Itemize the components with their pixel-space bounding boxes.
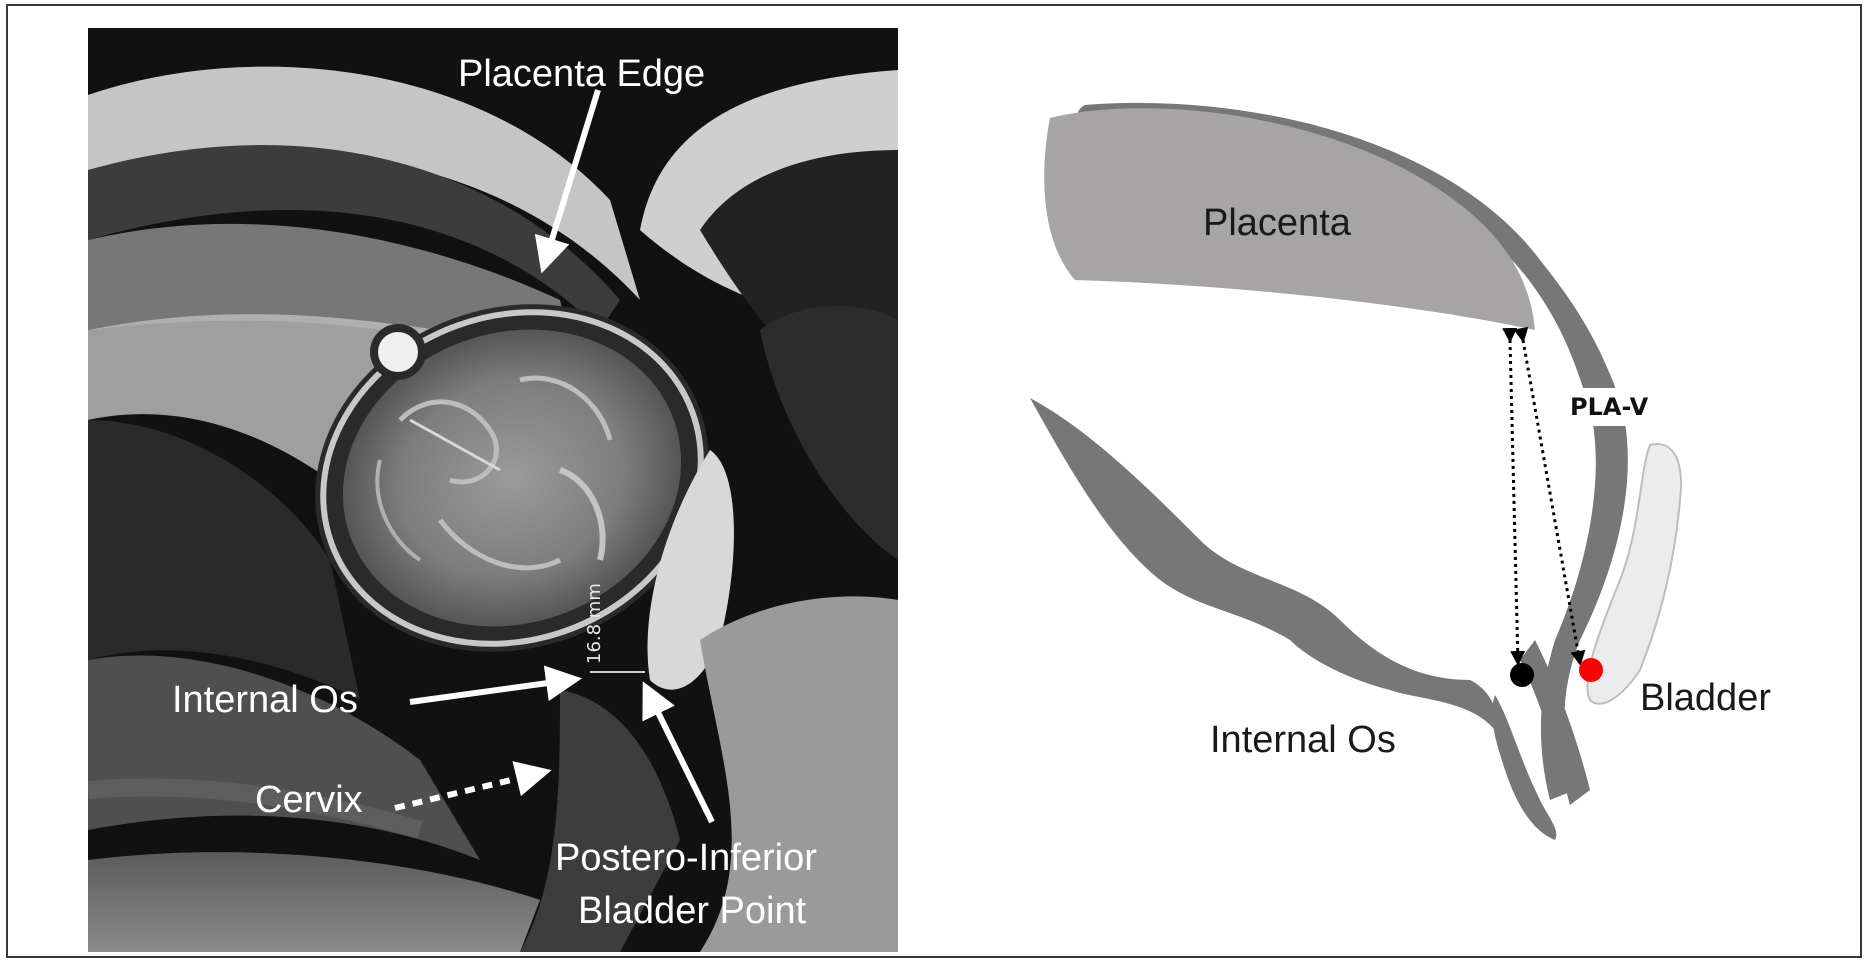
- posterior-wall: [1030, 398, 1496, 730]
- cervix-label: Cervix: [255, 779, 363, 821]
- bladder-point-label-line2: Bladder Point: [578, 890, 807, 932]
- internal-os-label-mri: Internal Os: [172, 679, 358, 721]
- internal-os-marker: [1510, 663, 1534, 687]
- placenta-label: Placenta: [1203, 202, 1352, 244]
- bladder-point-marker: [1579, 658, 1603, 682]
- internal-os-label-diagram: Internal Os: [1210, 719, 1396, 761]
- measurement-text: 16.8 mm: [584, 583, 605, 664]
- bladder-label: Bladder: [1640, 677, 1771, 719]
- pla-v-label: PLA-V: [1570, 393, 1649, 421]
- pla-v-arrow-os: [1510, 340, 1518, 663]
- placenta-edge-label: Placenta Edge: [458, 53, 705, 95]
- mri-image: [88, 28, 898, 952]
- bladder-point-label-line1: Postero-Inferior: [555, 837, 817, 879]
